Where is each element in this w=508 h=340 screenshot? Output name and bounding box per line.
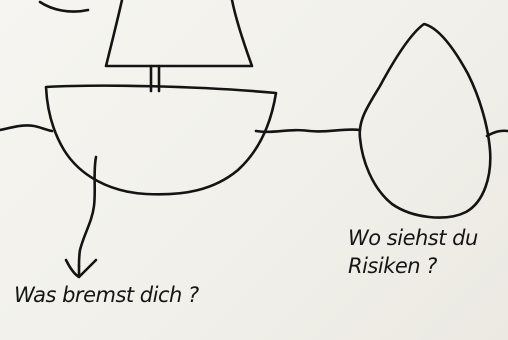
risks-question-label-line1: Wo siehst du	[348, 226, 478, 250]
boat-sail	[106, 0, 252, 66]
risks-question-label-line2: Risiken ?	[348, 254, 437, 278]
anchor-icon	[66, 260, 96, 277]
top-left-curve	[40, 2, 88, 12]
brakes-question-label: Was bremst dich ?	[14, 283, 199, 307]
boat-hull	[46, 86, 276, 195]
water-line-middle	[256, 130, 360, 132]
water-line-right	[487, 131, 508, 136]
water-line-left	[0, 125, 52, 131]
iceberg-rock	[360, 24, 491, 218]
